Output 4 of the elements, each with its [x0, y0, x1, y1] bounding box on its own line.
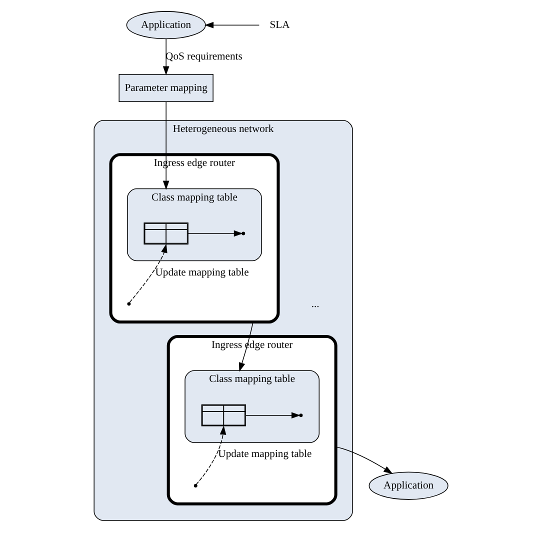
node-text: SLA: [270, 20, 290, 31]
edge-label: Update mapping table: [155, 267, 249, 278]
edge-label: Update mapping table: [218, 449, 312, 460]
label: ...: [311, 298, 320, 310]
